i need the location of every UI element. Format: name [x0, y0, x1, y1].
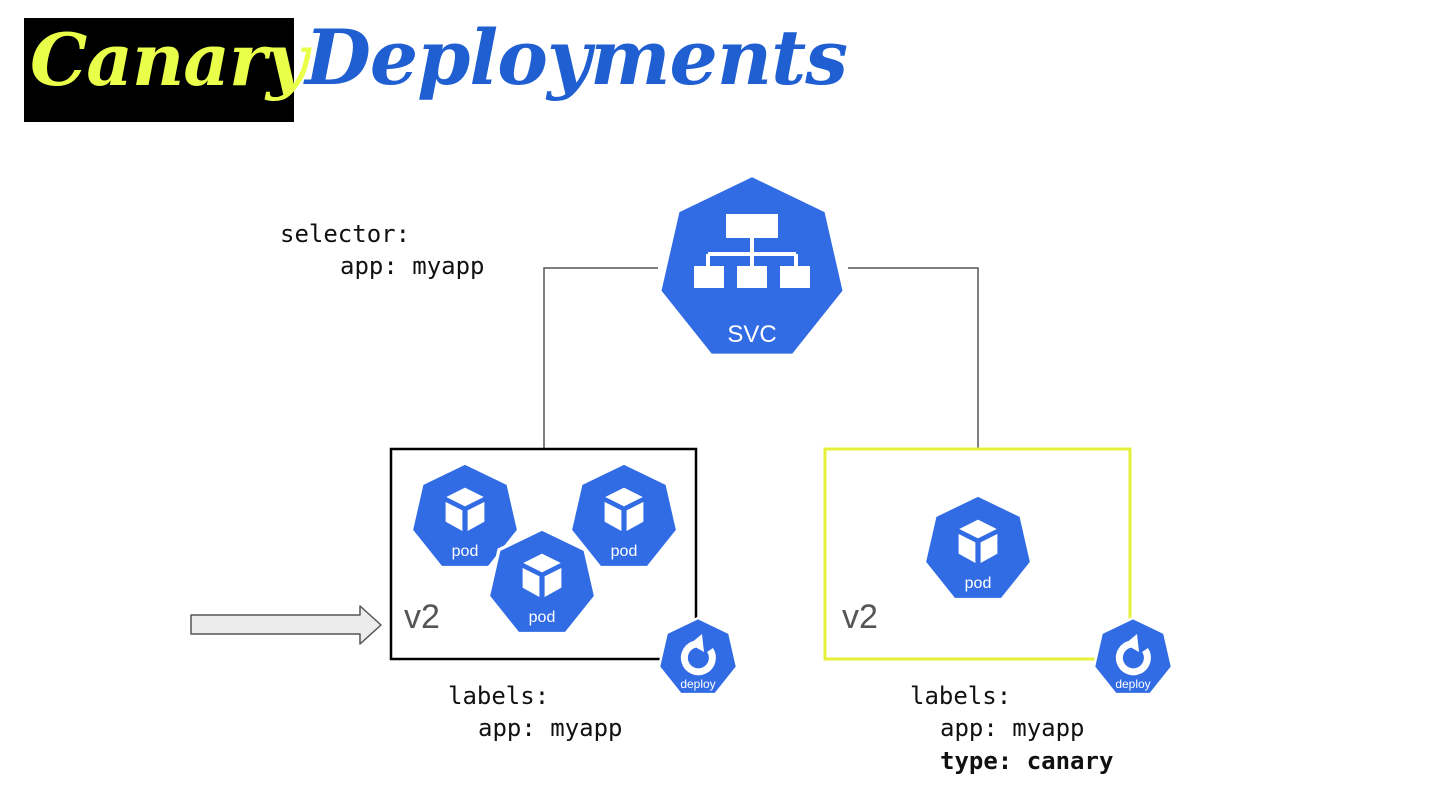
labels-stable: labels: app: myapp — [448, 680, 623, 745]
selector-key: selector: — [280, 220, 411, 248]
pod-label: pod — [611, 543, 638, 560]
service-icon: SVC — [658, 174, 845, 356]
arrow-right-icon — [190, 605, 382, 645]
service-selector: selector: app: myapp — [280, 218, 485, 283]
connector-right — [848, 267, 979, 449]
labels-key: labels: — [448, 682, 550, 710]
deploy-icon: deploy — [657, 616, 739, 696]
pod-icon: pod — [922, 493, 1034, 602]
labels-canary: labels: app: myapp type: canary — [910, 680, 1113, 777]
title-deployments: Deployments — [305, 13, 848, 102]
selector-value: app: myapp — [340, 252, 485, 281]
labels-type: type: canary — [940, 746, 1114, 775]
pod-label: pod — [965, 575, 992, 592]
pod-label: pod — [529, 609, 556, 626]
deploy-label: deploy — [680, 677, 715, 691]
deployment-box-stable — [389, 447, 698, 661]
deploy-icon: deploy — [1092, 616, 1174, 696]
version-label-stable: v2 — [404, 598, 440, 636]
version-label-canary: v2 — [842, 598, 878, 636]
labels-app: app: myapp — [478, 714, 623, 743]
labels-app: app: myapp — [940, 714, 1085, 743]
labels-key: labels: — [910, 682, 1012, 710]
pod-icon: pod — [409, 461, 521, 570]
service-connectors — [543, 267, 979, 449]
connector-left — [543, 267, 658, 449]
pod-label: pod — [452, 543, 479, 560]
pod-icon: pod — [486, 527, 598, 636]
title-highlight-box — [24, 18, 294, 122]
service-icon-label: SVC — [727, 321, 776, 348]
title-canary: Canary — [30, 17, 308, 102]
pod-icon: pod — [568, 461, 680, 570]
deploy-label: deploy — [1115, 677, 1150, 691]
deployment-box-canary — [823, 447, 1132, 661]
